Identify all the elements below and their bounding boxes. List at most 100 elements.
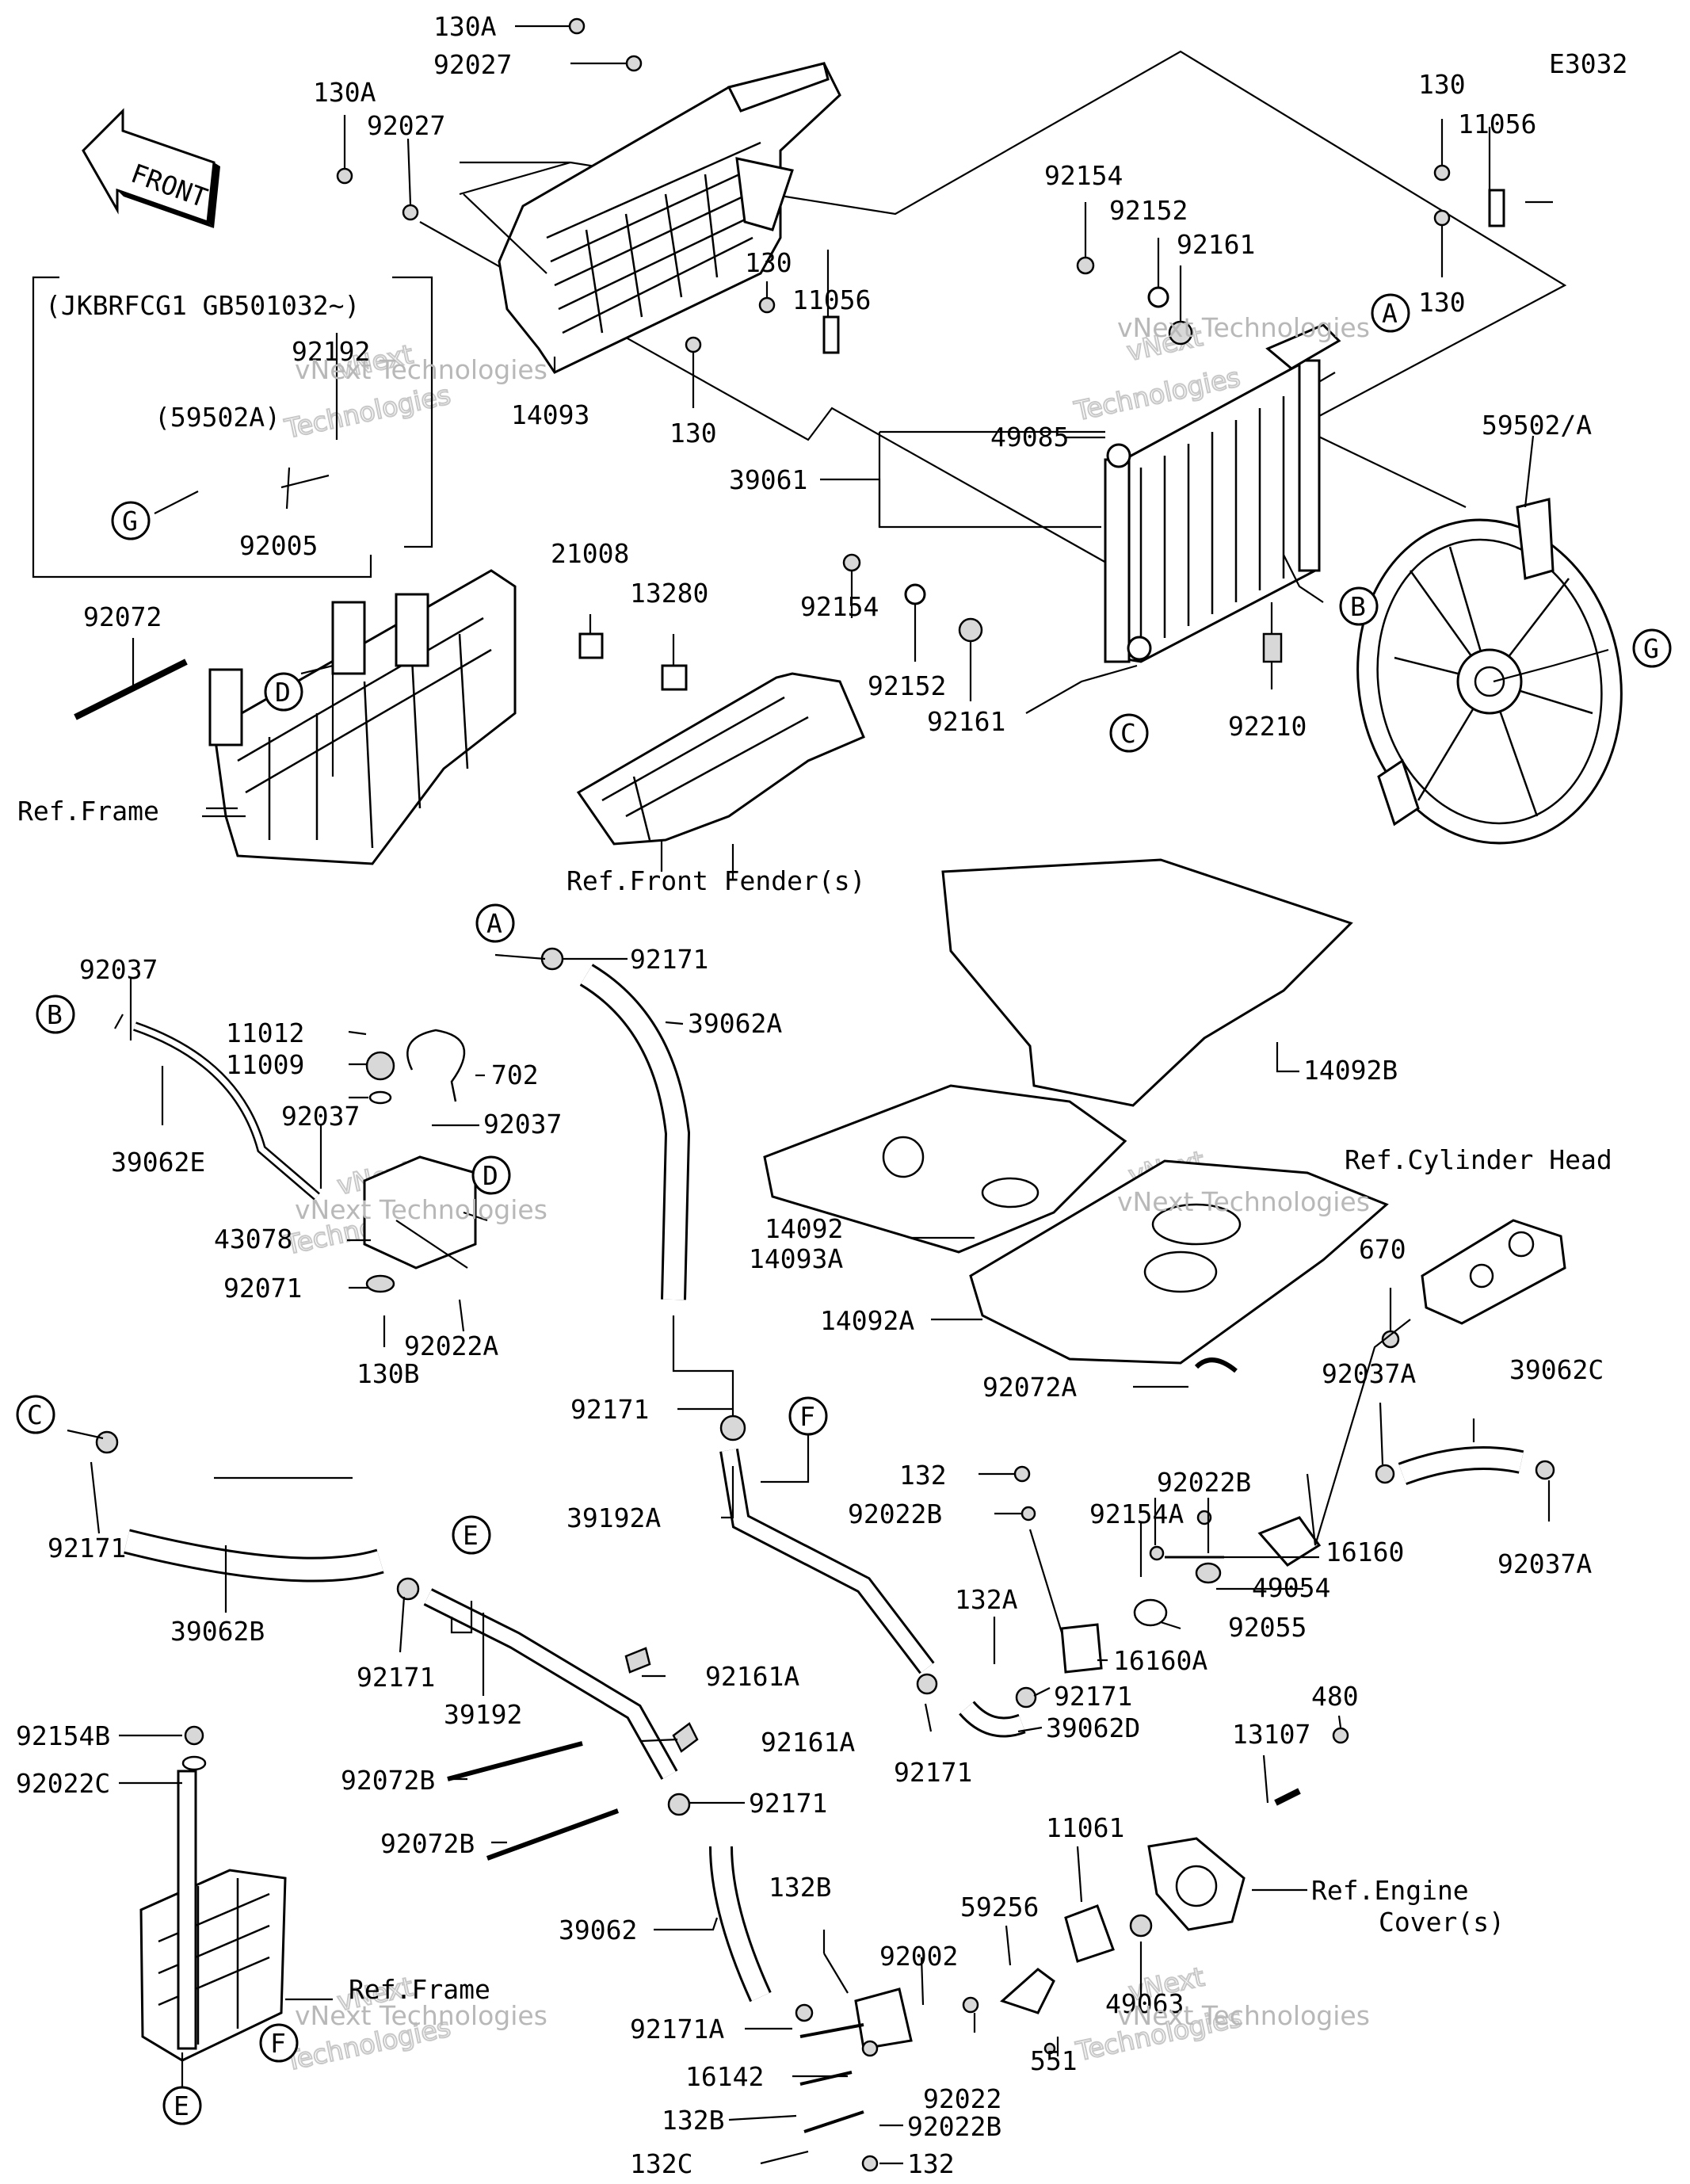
svg-text:vNext Technologies: vNext Technologies	[295, 2000, 547, 2031]
thermostat-group	[1060, 1516, 1322, 1674]
label-702: 702	[491, 1060, 539, 1090]
svg-text:E: E	[174, 2090, 189, 2121]
label-cover-s: Cover(s)	[1379, 1907, 1505, 1938]
label-92071: 92071	[223, 1273, 302, 1304]
label-59256: 59256	[960, 1892, 1039, 1922]
label-92022c: 92022C	[16, 1768, 110, 1799]
label-92171: 92171	[570, 1394, 649, 1425]
label-39062c: 39062C	[1509, 1354, 1604, 1385]
label-13280: 13280	[630, 578, 708, 609]
label-92027: 92027	[433, 49, 512, 80]
label-92154: 92154	[1044, 160, 1123, 191]
svg-text:D: D	[275, 677, 291, 708]
svg-text:D: D	[483, 1160, 498, 1191]
watermark-small: vNext Technologies vNext Technologies vN…	[295, 312, 1370, 2031]
label-92171: 92171	[630, 944, 708, 975]
label-39062e: 39062E	[111, 1147, 205, 1178]
label-132b: 132B	[769, 1872, 831, 1903]
label-132: 132	[907, 2148, 955, 2179]
svg-text:vNext Technologies: vNext Technologies	[1117, 312, 1370, 343]
label-92161a: 92161A	[705, 1661, 799, 1692]
label-92005: 92005	[239, 530, 318, 561]
callout-f-bottom: F	[259, 2023, 299, 2063]
svg-text:F: F	[270, 2028, 286, 2059]
label-59502a-paren: (59502A)	[155, 402, 280, 433]
front-arrow-sign: FRONT	[82, 108, 220, 228]
label-92154a: 92154A	[1089, 1499, 1184, 1529]
label-92154b: 92154B	[16, 1720, 110, 1751]
skid-plates	[763, 858, 1389, 1365]
label-92022: 92022	[923, 2083, 1001, 2114]
svg-text:vNext Technologies: vNext Technologies	[1117, 1186, 1370, 1217]
label-92037: 92037	[79, 954, 158, 985]
label-92072b: 92072B	[380, 1828, 475, 1859]
label-92171: 92171	[894, 1757, 972, 1788]
label-92072b: 92072B	[341, 1765, 435, 1796]
label-11061: 11061	[1046, 1812, 1124, 1843]
svg-text:vNext Technologies: vNext Technologies	[1117, 2000, 1370, 2031]
label-92210: 92210	[1228, 711, 1307, 742]
label-130: 130	[1418, 287, 1466, 318]
label-92037: 92037	[281, 1101, 360, 1132]
label-132b: 132B	[662, 2105, 724, 2136]
label-43078: 43078	[214, 1224, 292, 1254]
label-92161: 92161	[1177, 229, 1255, 260]
callout-c-mid: C	[16, 1395, 55, 1434]
callout-e-mid: E	[452, 1515, 491, 1555]
leaders	[67, 25, 1609, 2165]
reservoir-tank	[363, 1029, 477, 1293]
hardware	[74, 17, 1555, 2172]
callout-a-top: A	[1371, 293, 1410, 333]
radiator-shroud	[463, 62, 841, 374]
callout-b-top: B	[1339, 586, 1379, 626]
label-49085: 49085	[990, 422, 1069, 452]
callout-g-top: G	[111, 501, 151, 540]
callout-a-mid: A	[475, 903, 515, 943]
label-14092: 14092	[765, 1213, 843, 1244]
callout-e-bottom: E	[162, 2086, 202, 2125]
label-92022b: 92022B	[1157, 1467, 1251, 1498]
label-16142: 16142	[685, 2061, 764, 2092]
label-14092a: 14092A	[820, 1305, 914, 1336]
frame-left-upper	[208, 569, 517, 865]
label-ref-engine: Ref.Engine	[1311, 1875, 1469, 1906]
label-551: 551	[1030, 2045, 1078, 2076]
cylinder-head-ref	[1421, 1219, 1566, 1325]
label-92171: 92171	[357, 1662, 435, 1693]
label-92022a: 92022A	[404, 1331, 498, 1361]
callouts: A B C D G G A B D C F E E F	[16, 293, 1672, 2125]
callout-b-mid: B	[36, 995, 75, 1034]
label-11056: 11056	[1458, 109, 1536, 139]
label-92152: 92152	[1109, 195, 1188, 226]
label-ref-frame: Ref.Frame	[349, 1974, 490, 2005]
label-39062: 39062	[559, 1915, 637, 1945]
label-92002: 92002	[879, 1941, 958, 1972]
label-92072a: 92072A	[982, 1372, 1077, 1403]
callout-c-top: C	[1109, 713, 1149, 753]
label-130a: 130A	[433, 11, 497, 42]
callout-f-mid: F	[788, 1396, 828, 1436]
label-92055: 92055	[1228, 1612, 1307, 1643]
label-92072: 92072	[83, 601, 162, 632]
diagram-code: E3032	[1549, 48, 1627, 79]
label-39061: 39061	[729, 464, 807, 495]
label-49054: 49054	[1252, 1572, 1330, 1603]
label-92154: 92154	[800, 591, 879, 622]
water-pump-group	[854, 1788, 1301, 2050]
label-49063: 49063	[1105, 1988, 1184, 2019]
label-92037a: 92037A	[1322, 1358, 1416, 1389]
label-11009: 11009	[226, 1049, 304, 1080]
label-ref-frame: Ref.Frame	[17, 796, 159, 827]
label-670: 670	[1359, 1234, 1406, 1265]
svg-text:C: C	[27, 1399, 43, 1430]
svg-text:A: A	[1382, 298, 1398, 329]
part-labels: 130A 92027 130A 92027 130 11056 130 1409…	[16, 11, 1612, 2179]
front-fender	[576, 632, 865, 846]
label-130: 130	[745, 247, 792, 278]
label-130a: 130A	[313, 77, 376, 108]
label-92037a: 92037A	[1497, 1548, 1592, 1579]
callout-g-fan: G	[1632, 628, 1672, 668]
label-92171: 92171	[48, 1533, 126, 1564]
svg-text:E: E	[463, 1520, 479, 1551]
